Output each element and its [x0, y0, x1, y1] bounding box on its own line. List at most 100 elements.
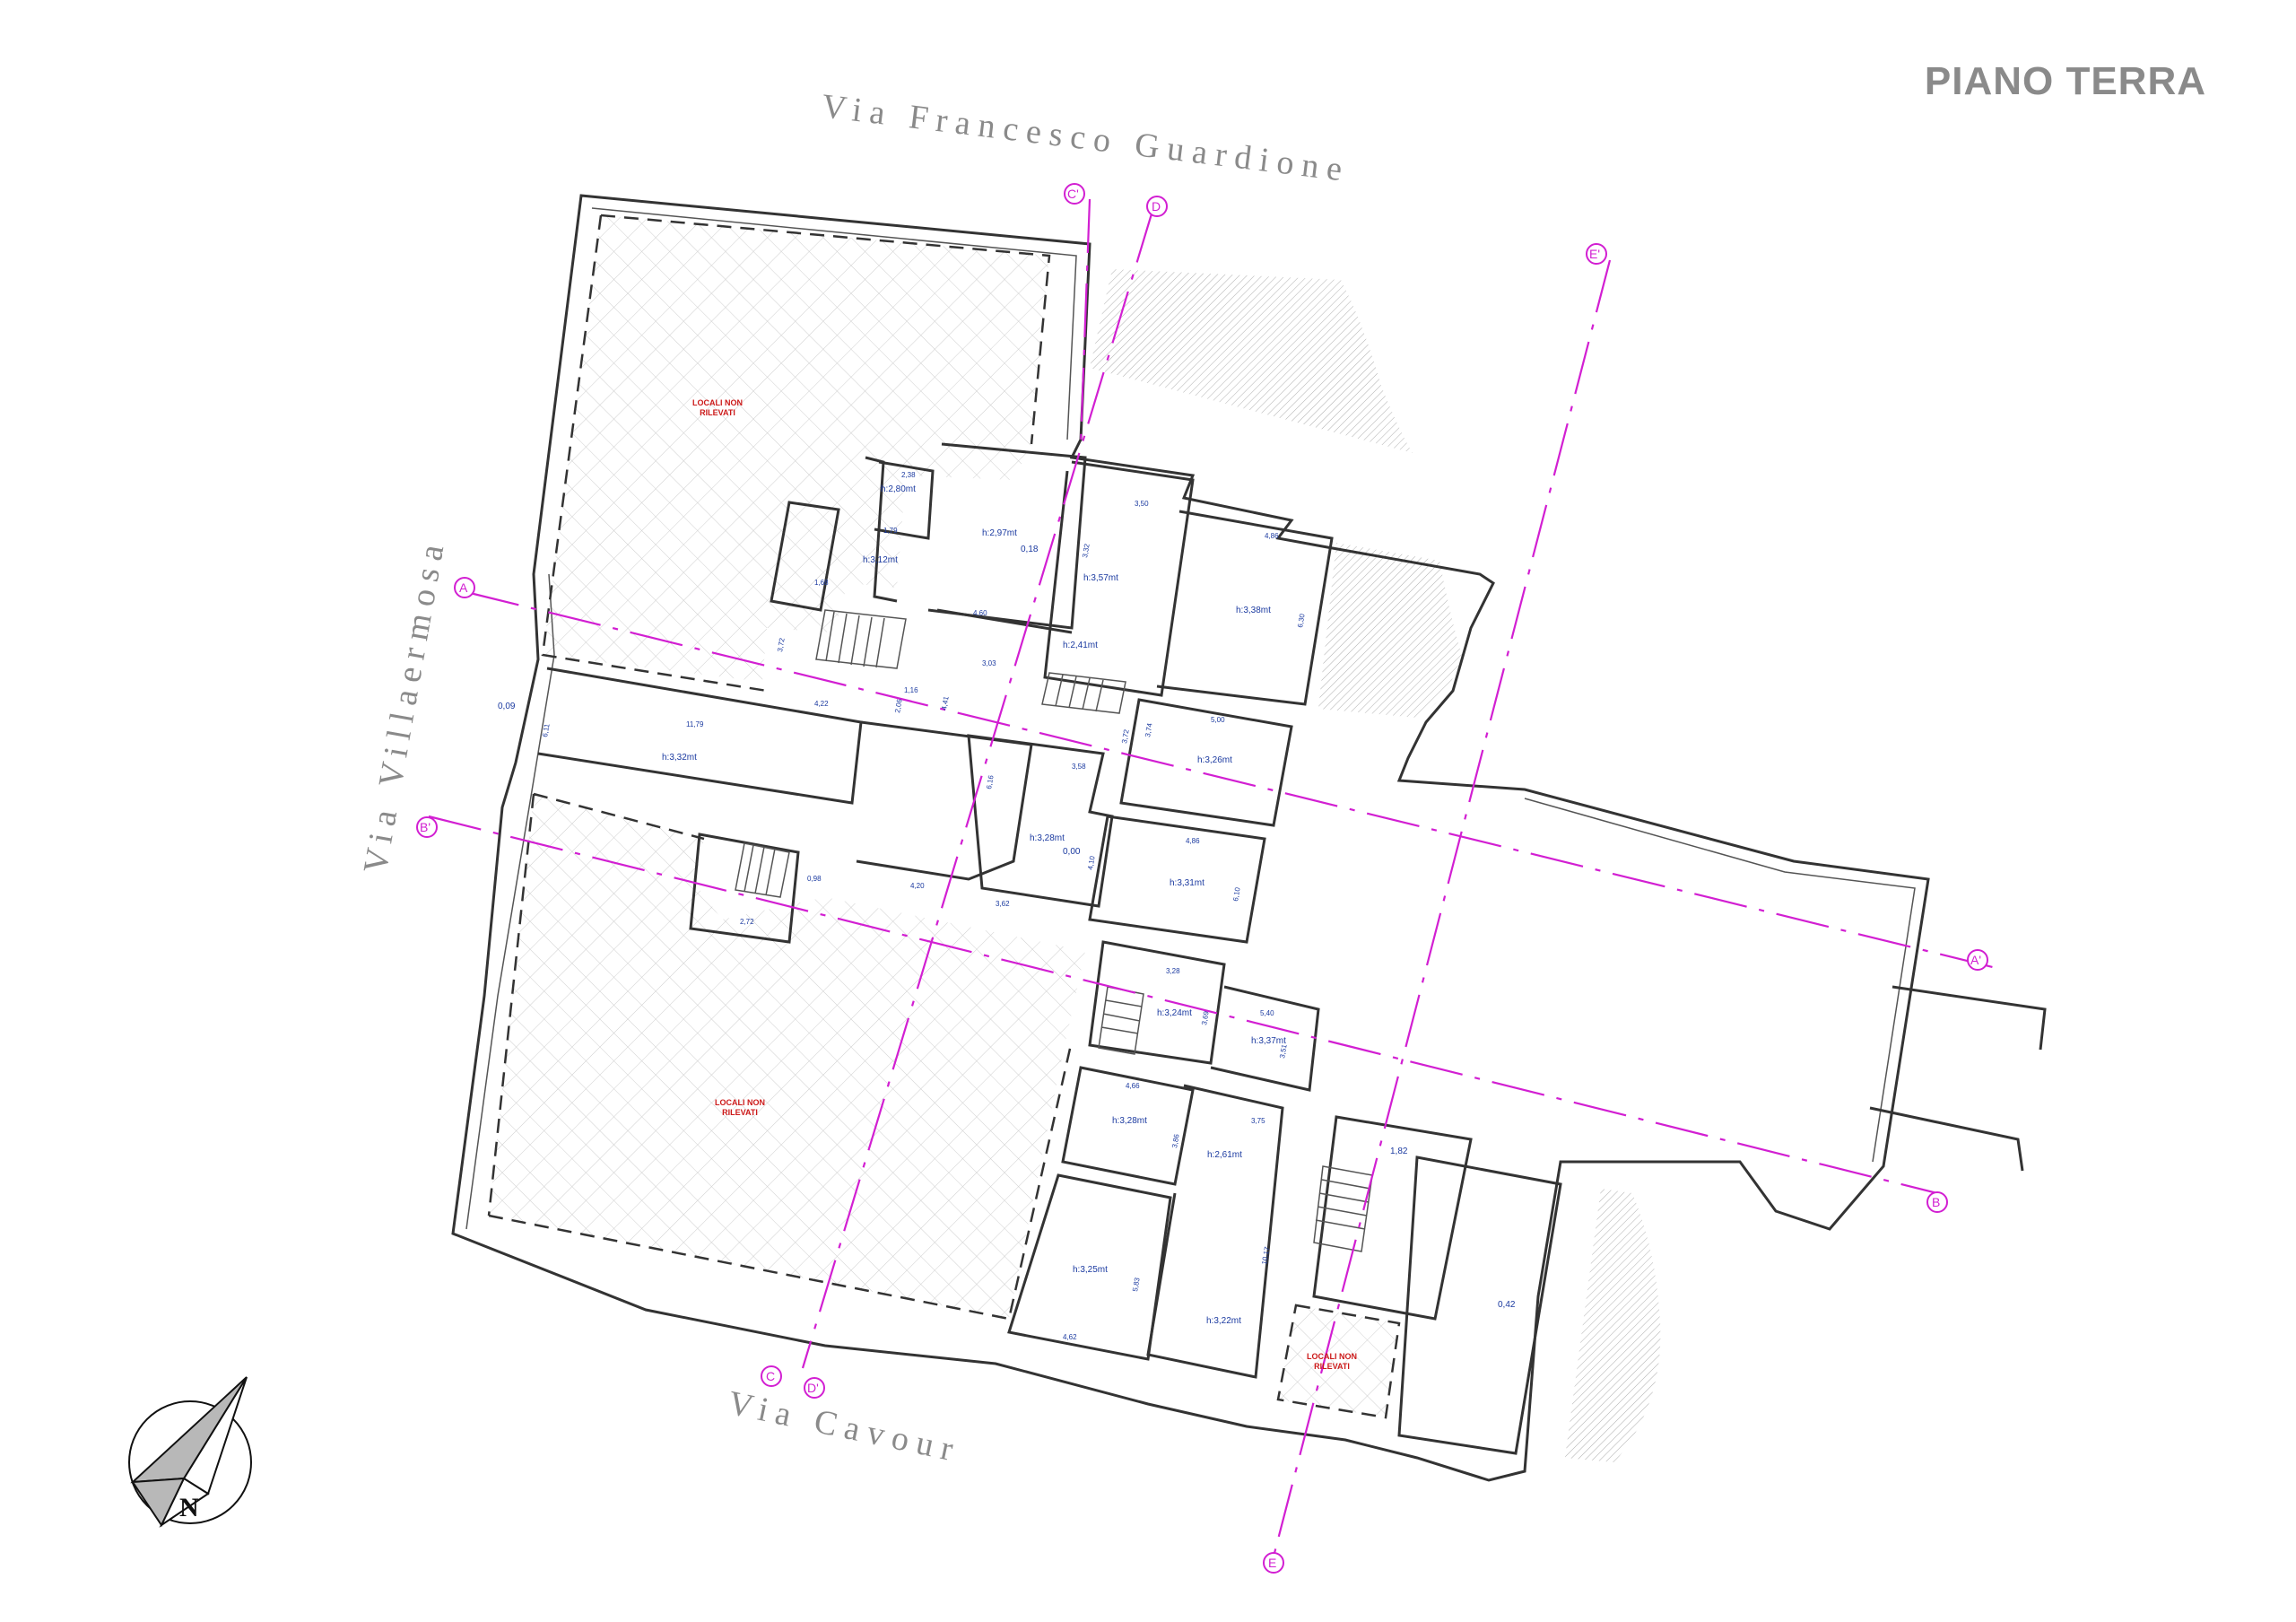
room-height: h:2,80mt	[881, 484, 916, 494]
dimension: 5,83	[1131, 1277, 1142, 1292]
level-marker: 0,09	[498, 702, 516, 711]
svg-text:B': B'	[420, 820, 430, 834]
svg-text:RILEVATI: RILEVATI	[722, 1108, 758, 1117]
dimension: 2,72	[740, 918, 754, 926]
svg-text:A': A'	[1970, 953, 1981, 967]
outer-wall	[451, 194, 1930, 1482]
neighbour-area-southeast	[1565, 1189, 1661, 1462]
section-marker-d: D	[1146, 196, 1168, 217]
dimension: 4,20	[910, 882, 925, 890]
room-height: h:3,38mt	[1236, 606, 1271, 615]
dimension: 1,68	[814, 579, 829, 587]
svg-text:RILEVATI: RILEVATI	[700, 408, 735, 417]
room-height: h:3,57mt	[1083, 573, 1118, 583]
street-south: Via Cavour	[725, 1384, 964, 1470]
dimension-labels: 2,38 1,79 1,68 3,72 4,22 4,60 3,03 1,16 …	[541, 471, 1307, 1341]
staircases	[735, 609, 1373, 1252]
dimension: 4,86	[1265, 532, 1279, 540]
svg-text:LOCALI NON: LOCALI NON	[692, 398, 743, 407]
dimension: 3,28	[1166, 967, 1180, 975]
dimension: 4,10	[1086, 855, 1097, 870]
room-height: h:3,22mt	[1206, 1316, 1241, 1326]
interior-walls	[537, 442, 1562, 1455]
level-marker: 1,82	[1390, 1147, 1408, 1156]
dimension: 4,86	[1186, 837, 1200, 845]
dashed-boundary-south	[487, 792, 1074, 1321]
not-surveyed-label: LOCALI NON RILEVATI	[692, 398, 743, 417]
dimension: 3,62	[996, 900, 1010, 908]
room-height: h:3,26mt	[1197, 755, 1232, 765]
room-height: h:3,32mt	[662, 753, 697, 763]
page-title: PIANO TERRA	[1924, 59, 2206, 103]
unsurveyed-zone-north	[543, 215, 1049, 682]
section-marker-c: C	[761, 1365, 782, 1387]
dimension: 10,17	[1260, 1246, 1271, 1266]
room-height: h:3,28mt	[1112, 1116, 1147, 1126]
not-surveyed-label: LOCALI NON RILEVATI	[1307, 1352, 1357, 1371]
dimension: 3,72	[1120, 728, 1131, 744]
section-marker-b: B	[1926, 1191, 1948, 1213]
svg-text:B: B	[1932, 1195, 1940, 1209]
svg-text:LOCALI NON: LOCALI NON	[1307, 1352, 1357, 1361]
section-marker-a: A	[454, 577, 475, 598]
north-arrow: N	[128, 1376, 252, 1528]
svg-text:A: A	[459, 580, 468, 595]
section-marker-c-prime: C'	[1064, 183, 1085, 205]
street-west: Via Villaermosa	[357, 534, 453, 876]
dashed-boundary-north	[541, 214, 1051, 693]
svg-text:E': E'	[1589, 247, 1600, 261]
dimension: 4,62	[1063, 1333, 1077, 1341]
svg-text:E: E	[1268, 1556, 1276, 1570]
dimension: 4,22	[814, 700, 829, 708]
level-marker: 0,18	[1021, 545, 1039, 554]
dimension: 3,75	[1251, 1117, 1265, 1125]
unsurveyed-zone-south	[489, 794, 1085, 1319]
dimension: 4,66	[1126, 1082, 1140, 1090]
section-marker-e-prime: E'	[1586, 243, 1607, 265]
section-lines	[428, 198, 2001, 1557]
dimension: 5,40	[1260, 1009, 1274, 1017]
svg-text:RILEVATI: RILEVATI	[1314, 1362, 1350, 1371]
dimension: 5,00	[1211, 716, 1225, 724]
dimension: 6,10	[1231, 886, 1242, 902]
dimension: 0,98	[807, 875, 822, 883]
room-height: h:2,41mt	[1063, 641, 1098, 650]
dimension: 1,16	[904, 686, 918, 694]
svg-text:LOCALI NON: LOCALI NON	[715, 1098, 765, 1107]
dimension: 3,51	[1278, 1043, 1289, 1059]
unsurveyed-zone-small	[1278, 1305, 1399, 1417]
svg-text:C': C'	[1067, 187, 1079, 201]
room-height: h:2,61mt	[1207, 1150, 1242, 1160]
east-annex-wall	[1869, 985, 2047, 1172]
room-height: h:3,37mt	[1251, 1036, 1286, 1046]
room-height: h:3,24mt	[1157, 1008, 1192, 1018]
room-height: h:3,28mt	[1030, 833, 1065, 843]
section-marker-d-prime: D'	[804, 1377, 825, 1399]
svg-text:D': D'	[807, 1381, 819, 1395]
level-markers: 0,18 0,09 0,00 1,82 0,42	[498, 545, 1516, 1310]
dimension: 2,06	[893, 698, 904, 713]
dimension: 4,41	[940, 695, 951, 711]
neighbour-area-north	[1090, 269, 1413, 453]
dimension: 6,11	[541, 722, 552, 737]
dimension: 3,50	[1135, 500, 1149, 508]
dimension: 11,79	[686, 720, 704, 728]
dimension: 2,38	[901, 471, 916, 479]
dimension: 3,03	[982, 659, 996, 667]
neighbour-area-east	[1318, 543, 1462, 718]
dimension: 4,60	[973, 609, 987, 617]
dimension: 3,72	[776, 637, 787, 652]
dimension: 3,69	[1200, 1010, 1211, 1025]
outer-wall-inner-line	[465, 207, 1916, 1230]
dimension: 1,79	[883, 527, 898, 535]
dimension: 3,74	[1144, 722, 1154, 737]
dashed-boundary-small	[1276, 1304, 1401, 1419]
svg-text:D: D	[1152, 199, 1161, 214]
svg-text:C: C	[766, 1369, 775, 1383]
section-marker-a-prime: A'	[1967, 949, 1988, 971]
dimension: 6,16	[985, 774, 996, 789]
not-surveyed-label: LOCALI NON RILEVATI	[715, 1098, 765, 1117]
dimension: 6,30	[1296, 613, 1307, 628]
room-height-labels: h:2,80mt h:3,12mt h:2,97mt h:3,57mt h:3,…	[662, 484, 1286, 1326]
